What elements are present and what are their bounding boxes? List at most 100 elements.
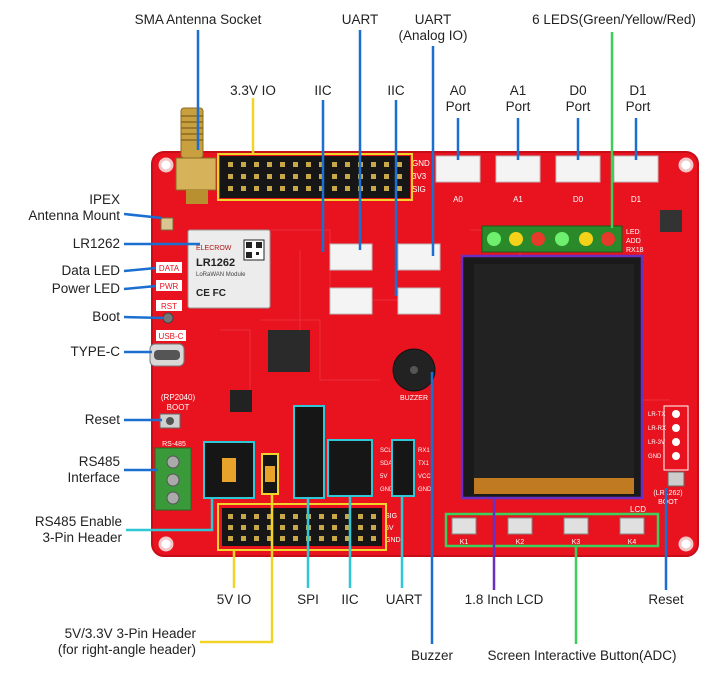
mount-hole bbox=[158, 157, 174, 173]
io5v-highlight bbox=[217, 503, 387, 551]
header-pin bbox=[267, 536, 272, 541]
header-pin bbox=[384, 174, 389, 179]
header-pin bbox=[293, 525, 298, 530]
header-pin bbox=[319, 186, 324, 191]
header-pin bbox=[397, 186, 402, 191]
header-pin bbox=[332, 536, 337, 541]
button-tag: K4 bbox=[628, 539, 637, 546]
port-tag: A1 bbox=[513, 195, 523, 204]
header-pin bbox=[267, 514, 272, 519]
header-pin bbox=[345, 186, 350, 191]
header-pin bbox=[371, 536, 376, 541]
iic-tag: SDA bbox=[380, 461, 392, 467]
header-pin bbox=[384, 186, 389, 191]
label-iic-bottom: IIC bbox=[341, 592, 359, 607]
label-port: Port bbox=[625, 99, 651, 114]
label-a0: A0 bbox=[449, 83, 467, 98]
iic-tag: SCL bbox=[380, 448, 392, 454]
label-a0-port: A0 Port bbox=[446, 83, 471, 115]
header-pin bbox=[280, 536, 285, 541]
label-rs485-enable-line1: RS485 Enable bbox=[34, 514, 122, 529]
label-buzzer: Buzzer bbox=[410, 648, 454, 663]
io33-header: GND 3V3 SIG bbox=[220, 156, 430, 198]
ipex-mount bbox=[160, 217, 174, 231]
label-uart-analog-line1: UART bbox=[414, 12, 452, 27]
led-strip bbox=[481, 225, 623, 253]
mount-hole bbox=[678, 536, 694, 552]
port-a0 bbox=[435, 155, 481, 183]
header-pin bbox=[384, 162, 389, 167]
io5v-header: SIG 5V GND bbox=[222, 508, 401, 546]
label-ipex: IPEX Antenna Mount bbox=[28, 192, 120, 224]
header-pin bbox=[319, 536, 324, 541]
screen-buttons: K1 K2 K3 K4 bbox=[444, 512, 660, 548]
header-pin bbox=[254, 162, 259, 167]
header-pin bbox=[254, 525, 259, 530]
label-a1: A1 bbox=[509, 83, 527, 98]
header-pin bbox=[306, 162, 311, 167]
rs485-terminal: RS-485 bbox=[154, 441, 192, 511]
header-pin bbox=[280, 514, 285, 519]
lcd-display: LCD bbox=[460, 254, 646, 514]
header-pin bbox=[345, 514, 350, 519]
label-iic-b: IIC bbox=[387, 83, 405, 98]
label-port: Port bbox=[565, 99, 591, 114]
label-ipex-line2: Antenna Mount bbox=[28, 208, 120, 223]
gnd-tag: GND bbox=[412, 159, 430, 168]
header-pin bbox=[228, 174, 233, 179]
label-port: Port bbox=[505, 99, 531, 114]
lr1262-module: ELECROW LR1262 LoRaWAN Module CE FC bbox=[187, 229, 271, 309]
label-d0-port: D0 Port bbox=[566, 83, 591, 115]
header-pin bbox=[371, 162, 376, 167]
header-pin bbox=[280, 186, 285, 191]
header-pin bbox=[254, 514, 259, 519]
label-boot: Boot bbox=[92, 309, 120, 324]
label-rs485: RS485 Interface bbox=[67, 454, 120, 486]
header-pin bbox=[228, 536, 233, 541]
led-tag: ADD bbox=[626, 238, 641, 245]
lr-boot-tag: (LR1262) bbox=[653, 490, 682, 497]
lr-boot-tag: BOOT bbox=[658, 499, 679, 506]
header-pin bbox=[332, 186, 337, 191]
label-d1: D1 bbox=[629, 83, 647, 98]
module-brand: ELECROW bbox=[196, 245, 232, 252]
header-pin bbox=[319, 514, 324, 519]
header-pin bbox=[254, 536, 259, 541]
side-tags: DATA PWR RST USB-C bbox=[156, 262, 186, 341]
label-iic-a: IIC bbox=[314, 83, 332, 98]
label-spi: SPI bbox=[297, 592, 319, 607]
module-name: LR1262 bbox=[196, 257, 235, 269]
label-typec: TYPE-C bbox=[70, 344, 120, 359]
header-pin bbox=[345, 174, 350, 179]
header-pin bbox=[293, 174, 298, 179]
header-pin bbox=[332, 174, 337, 179]
header-pin bbox=[332, 514, 337, 519]
usbc-tag: USB-C bbox=[159, 332, 184, 341]
led-tag: LED bbox=[626, 229, 640, 236]
io5v-tag: 5V bbox=[385, 525, 394, 532]
header-pin bbox=[267, 174, 272, 179]
inductor bbox=[660, 210, 682, 232]
label-3pin-header-line2: (for right-angle header) bbox=[57, 642, 196, 657]
label-6-leds: 6 LEDS(Green/Yellow/Red) bbox=[532, 12, 696, 27]
v33-tag: 3V3 bbox=[412, 172, 427, 181]
pad-tag: LR-3V bbox=[648, 440, 665, 446]
rst-tag: RST bbox=[161, 302, 177, 311]
label-reset-right: Reset bbox=[648, 592, 684, 607]
header-pin bbox=[371, 514, 376, 519]
header-pin bbox=[306, 186, 311, 191]
button-tag: K1 bbox=[460, 539, 469, 546]
header-pin bbox=[293, 186, 298, 191]
iic-header-bottom bbox=[327, 439, 373, 497]
label-uart-analog: UART (Analog IO) bbox=[398, 12, 467, 44]
io5v-tag: GND bbox=[385, 537, 401, 544]
buzzer-tag: BUZZER bbox=[400, 395, 428, 402]
label-3pin-header: 5V/3.3V 3-Pin Header (for right-angle he… bbox=[58, 626, 196, 658]
led-tag: RX18 bbox=[626, 247, 644, 254]
port-a1 bbox=[495, 155, 541, 183]
uart-header-bottom bbox=[391, 439, 415, 497]
rp2040-chip bbox=[268, 330, 310, 372]
pad-tag: LR-TX bbox=[648, 412, 665, 418]
header-pin bbox=[241, 174, 246, 179]
header-pin bbox=[319, 162, 324, 167]
